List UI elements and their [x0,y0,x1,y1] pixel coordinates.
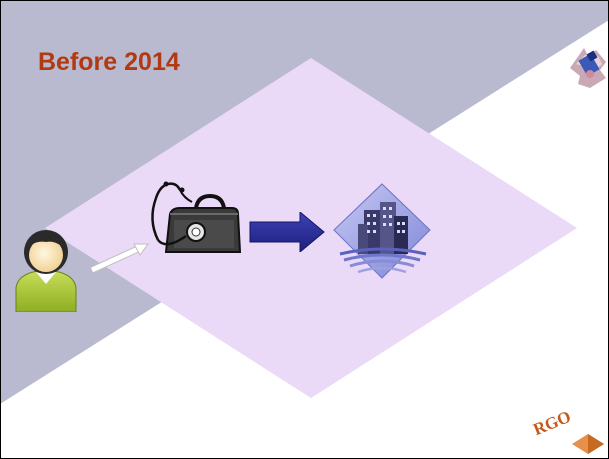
blue-arrow-icon [248,212,326,252]
hospital-icon [330,182,434,282]
doctor-bag-icon [146,180,242,256]
person-icon [12,226,80,312]
puzzle-logo-icon [566,44,609,90]
rgo-logo-icon [566,428,609,459]
slide-title: Before 2014 [38,48,180,77]
white-arrow-icon [88,240,152,274]
